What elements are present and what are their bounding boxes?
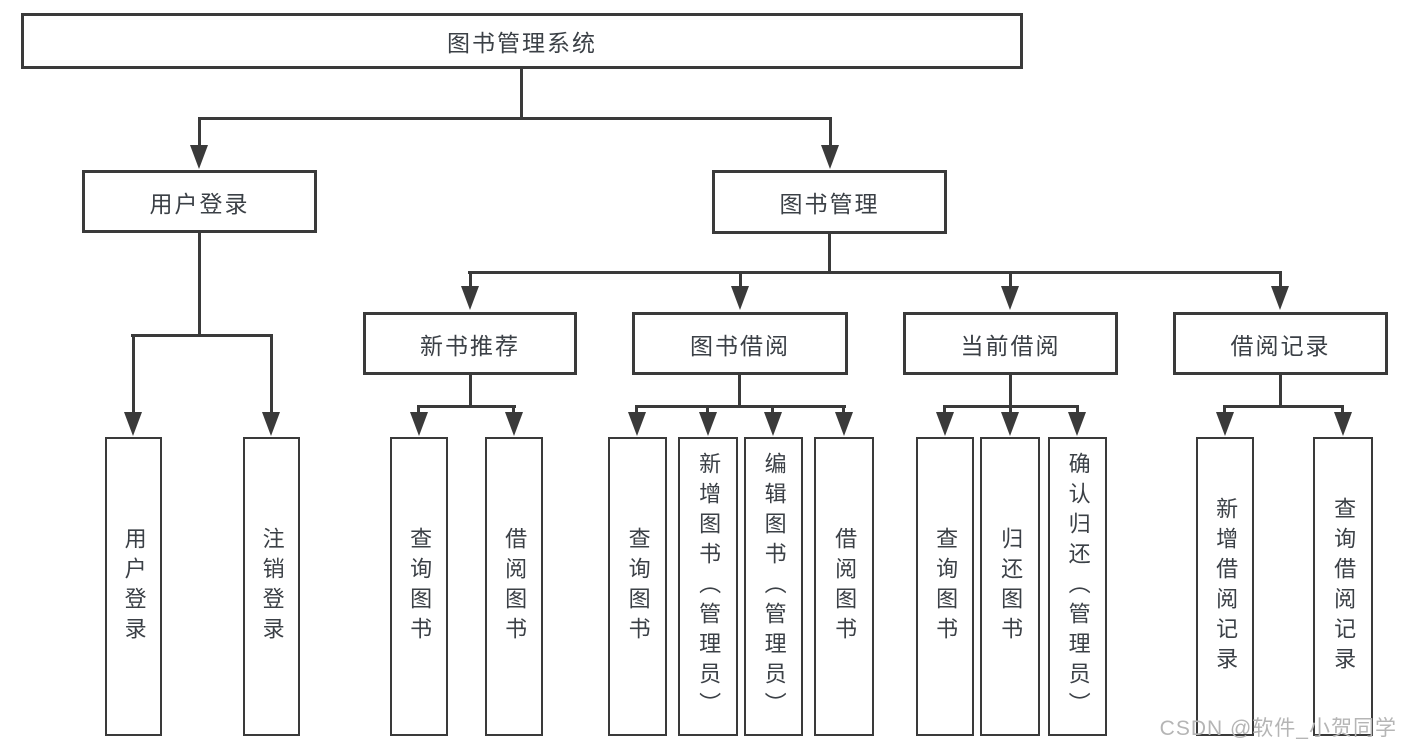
connector-line xyxy=(771,405,774,415)
node-book-borrow: 图书借阅 xyxy=(632,312,848,375)
node-user-login: 用户登录 xyxy=(82,170,317,233)
connector-line xyxy=(1341,405,1344,415)
connector-line xyxy=(842,405,845,415)
arrowhead-down-icon xyxy=(124,412,142,436)
connector-line xyxy=(198,117,832,120)
connector-line xyxy=(131,334,272,337)
node-current-borrow: 当前借阅 xyxy=(903,312,1118,375)
arrowhead-down-icon xyxy=(190,145,208,169)
node-new-book-recommend-label: 新书推荐 xyxy=(420,332,520,359)
connector-line xyxy=(198,117,201,147)
leaf-logout-label: 注销登录 xyxy=(259,526,285,647)
connector-line xyxy=(198,231,201,336)
connector-line xyxy=(520,67,523,120)
leaf-borrow-query-label: 查询图书 xyxy=(625,526,651,647)
connector-line xyxy=(1009,373,1012,408)
arrowhead-down-icon xyxy=(628,412,646,436)
arrowhead-down-icon xyxy=(1001,286,1019,310)
node-user-login-label: 用户登录 xyxy=(149,190,250,217)
leaf-newbook-query-label: 查询图书 xyxy=(407,526,433,647)
arrowhead-down-icon xyxy=(461,286,479,310)
connector-line xyxy=(132,334,135,414)
leaf-borrow-edit-admin: 编辑图书（管理员） xyxy=(744,437,803,736)
node-root-label: 图书管理系统 xyxy=(447,30,597,56)
connector-line xyxy=(469,271,472,292)
leaf-record-query: 查询借阅记录 xyxy=(1313,437,1373,736)
connector-line xyxy=(417,405,420,415)
connector-line xyxy=(1223,405,1344,408)
arrowhead-down-icon xyxy=(835,412,853,436)
connector-line xyxy=(512,405,515,415)
arrowhead-down-icon xyxy=(1068,412,1086,436)
leaf-borrow-add-admin: 新增图书（管理员） xyxy=(678,437,738,736)
leaf-current-query: 查询图书 xyxy=(916,437,974,736)
arrowhead-down-icon xyxy=(505,412,523,436)
leaf-current-query-label: 查询图书 xyxy=(933,526,959,647)
arrowhead-down-icon xyxy=(1216,412,1234,436)
leaf-borrow-edit-admin-label: 编辑图书（管理员） xyxy=(761,451,787,722)
connector-line xyxy=(943,405,946,415)
node-new-book-recommend: 新书推荐 xyxy=(363,312,577,375)
node-current-borrow-label: 当前借阅 xyxy=(960,332,1061,359)
arrowhead-down-icon xyxy=(1334,412,1352,436)
arrowhead-down-icon xyxy=(699,412,717,436)
leaf-record-add-label: 新增借阅记录 xyxy=(1213,496,1239,677)
connector-line xyxy=(469,373,472,408)
node-root: 图书管理系统 xyxy=(21,13,1023,69)
connector-line xyxy=(829,117,832,147)
leaf-newbook-query: 查询图书 xyxy=(390,437,448,736)
leaf-borrow-add-admin-label: 新增图书（管理员） xyxy=(696,451,722,722)
arrowhead-down-icon xyxy=(731,286,749,310)
leaf-borrow-query: 查询图书 xyxy=(608,437,667,736)
arrowhead-down-icon xyxy=(821,145,839,169)
node-book-management-label: 图书管理 xyxy=(779,191,880,217)
leaf-current-confirm-admin-label: 确认归还（管理员） xyxy=(1065,451,1091,722)
connector-line xyxy=(1223,405,1226,415)
connector-line xyxy=(738,373,741,408)
connector-line xyxy=(706,405,709,415)
connector-line xyxy=(270,334,273,414)
leaf-borrow-borrow-label: 借阅图书 xyxy=(832,526,858,647)
leaf-user-login-label: 用户登录 xyxy=(121,526,147,647)
leaf-record-query-label: 查询借阅记录 xyxy=(1331,496,1357,677)
connector-line xyxy=(635,405,846,408)
leaf-user-login: 用户登录 xyxy=(105,437,162,736)
connector-line xyxy=(1009,271,1012,292)
leaf-record-add: 新增借阅记录 xyxy=(1196,437,1254,736)
watermark: CSDN @软件_小贺同学 xyxy=(1159,717,1397,740)
connector-line xyxy=(417,405,516,408)
leaf-current-confirm-admin: 确认归还（管理员） xyxy=(1048,437,1107,736)
connector-line xyxy=(828,232,831,274)
arrowhead-down-icon xyxy=(764,412,782,436)
leaf-newbook-borrow-label: 借阅图书 xyxy=(502,526,528,647)
connector-line xyxy=(739,271,742,292)
arrowhead-down-icon xyxy=(936,412,954,436)
leaf-current-return: 归还图书 xyxy=(980,437,1040,736)
node-borrow-record-label: 借阅记录 xyxy=(1230,332,1331,359)
arrowhead-down-icon xyxy=(262,412,280,436)
node-borrow-record: 借阅记录 xyxy=(1173,312,1388,375)
node-book-borrow-label: 图书借阅 xyxy=(690,332,790,359)
leaf-logout: 注销登录 xyxy=(243,437,300,736)
leaf-newbook-borrow: 借阅图书 xyxy=(485,437,543,736)
leaf-current-return-label: 归还图书 xyxy=(998,526,1024,647)
connector-line xyxy=(468,271,1282,274)
arrowhead-down-icon xyxy=(1271,286,1289,310)
node-book-management: 图书管理 xyxy=(712,170,947,234)
connector-line xyxy=(1279,373,1282,408)
connector-line xyxy=(1076,405,1079,415)
connector-line xyxy=(635,405,638,415)
connector-line xyxy=(1009,405,1012,415)
connector-line xyxy=(1279,271,1282,292)
leaf-borrow-borrow: 借阅图书 xyxy=(814,437,874,736)
arrowhead-down-icon xyxy=(1001,412,1019,436)
arrowhead-down-icon xyxy=(410,412,428,436)
